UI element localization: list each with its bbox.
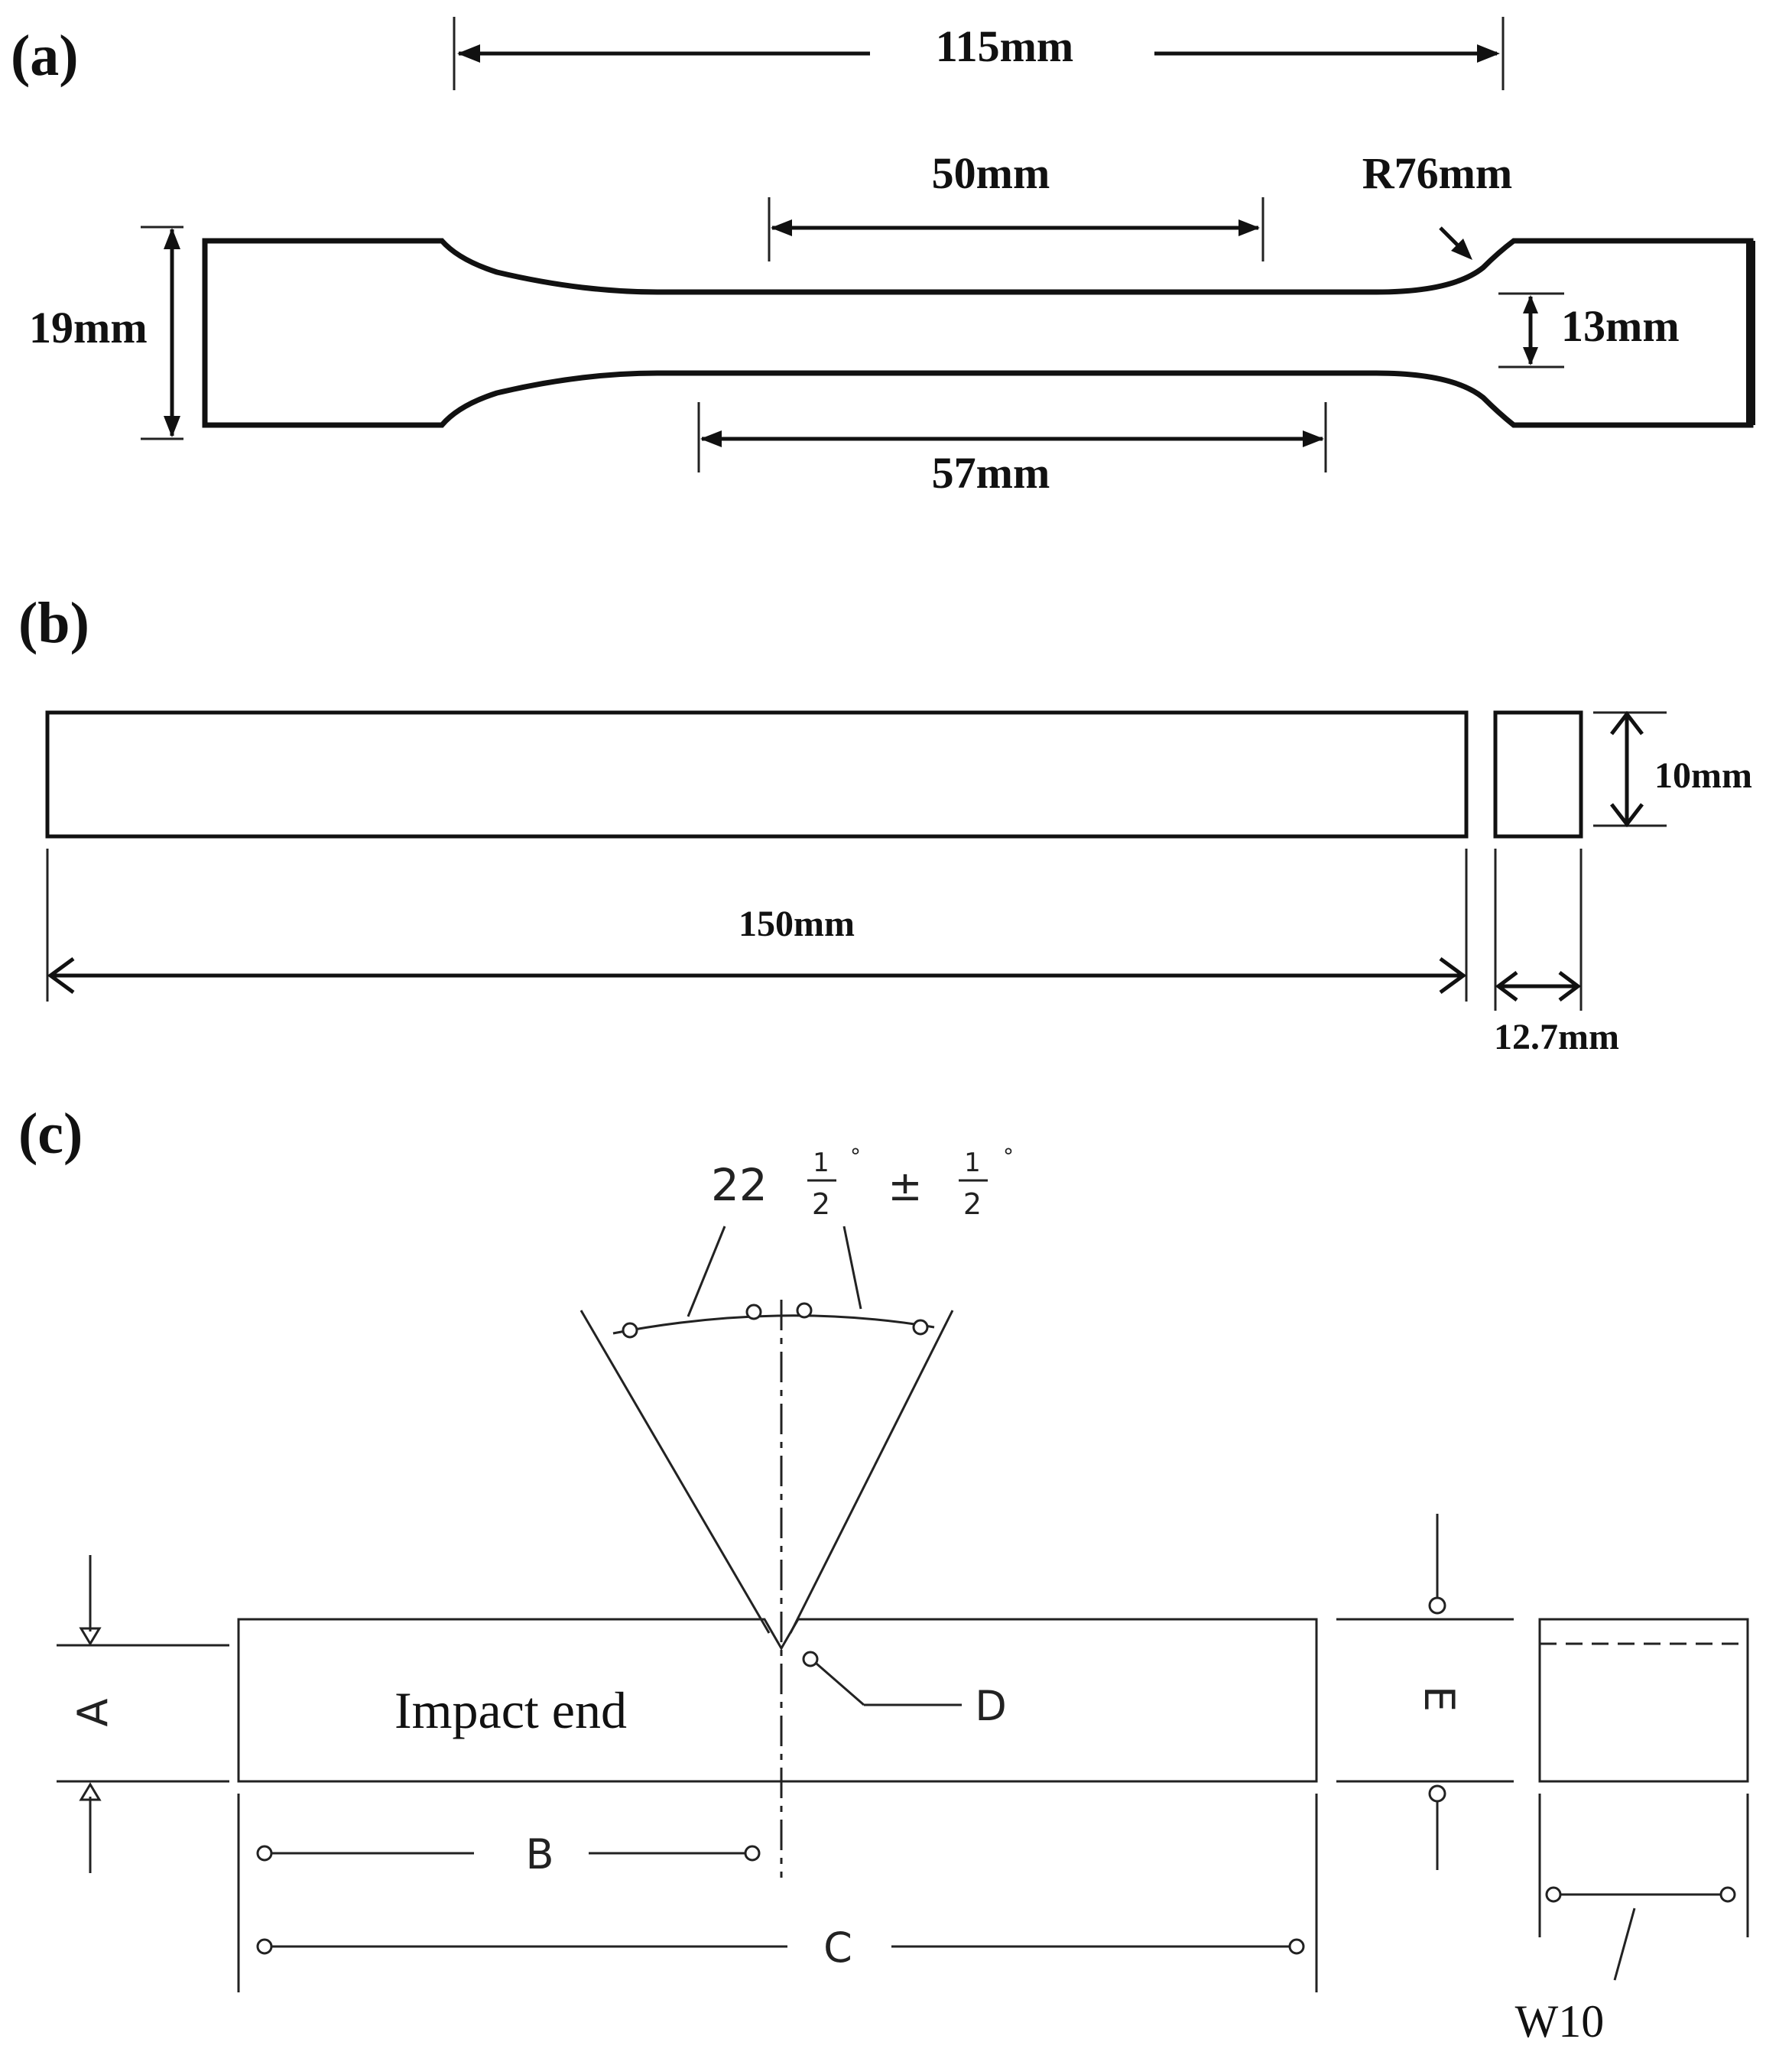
notch-angle-deg2: ° bbox=[1003, 1144, 1014, 1169]
leader-endpoint-icon bbox=[744, 1845, 761, 1862]
arrowhead-icon bbox=[1238, 219, 1260, 236]
arrowhead-icon bbox=[79, 1627, 102, 1646]
arrowhead-icon bbox=[1451, 239, 1472, 260]
dimension-a: A bbox=[57, 1555, 229, 1873]
tensile-specimen-outline bbox=[202, 238, 1754, 428]
leader-endpoint-icon bbox=[1288, 1938, 1305, 1955]
panel-b: (b) 150mm 10mm 12.7mm bbox=[18, 591, 1752, 1057]
panel-c-label: (c) bbox=[18, 1102, 83, 1166]
dimension-19mm: 19mm bbox=[29, 226, 183, 440]
leader-endpoint-icon bbox=[256, 1938, 273, 1955]
leader-endpoint-icon bbox=[1428, 1784, 1446, 1803]
flexural-bar-end-view bbox=[1493, 710, 1583, 839]
dimension-115mm: 115mm bbox=[453, 17, 1505, 90]
arrowhead-icon bbox=[1439, 956, 1467, 995]
arc-endpoint-icon bbox=[912, 1319, 929, 1336]
leader-endpoint-icon bbox=[802, 1651, 819, 1667]
panel-c: (c) 22 1 2 ° ± 1 2 ° bbox=[18, 1102, 1749, 2047]
panel-a: (a) 115mm 50mm R76mm bbox=[11, 17, 1755, 498]
arrowhead-icon bbox=[164, 416, 180, 437]
dimension-r76mm: R76mm bbox=[1362, 148, 1513, 260]
arrowhead-icon bbox=[771, 219, 792, 236]
flexural-bar-side-view bbox=[45, 710, 1469, 839]
arrowhead-icon bbox=[164, 228, 180, 249]
fillet-radius-label: R76mm bbox=[1362, 148, 1513, 198]
dimension-13mm: 13mm bbox=[1498, 292, 1680, 369]
arrowhead-icon bbox=[1558, 971, 1582, 1002]
dimension-10mm: 10mm bbox=[1593, 710, 1752, 828]
notch-position-label-b: B bbox=[525, 1830, 554, 1878]
dimension-d: D bbox=[802, 1651, 1007, 1730]
specimen-length-label-c: C bbox=[823, 1924, 852, 1972]
notch-angle-deg1: ° bbox=[850, 1144, 861, 1169]
gauge-width-label: 13mm bbox=[1561, 301, 1680, 351]
arrowhead-icon bbox=[1303, 430, 1324, 447]
leader-endpoint-icon bbox=[1545, 1886, 1562, 1903]
dimension-50mm: 50mm bbox=[768, 148, 1264, 261]
thickness-label-e: E bbox=[1415, 1686, 1463, 1712]
depth-label-a: A bbox=[69, 1698, 117, 1726]
notch-angle-frac2-den: 2 bbox=[963, 1187, 982, 1221]
notch-angle-frac1-den: 2 bbox=[812, 1187, 830, 1221]
dimension-e: E bbox=[1336, 1514, 1514, 1870]
notch-angle-annotation: 22 1 2 ° ± 1 2 ° bbox=[579, 1144, 1014, 1878]
reduced-length-label: 57mm bbox=[932, 448, 1050, 498]
arrowhead-icon bbox=[1495, 971, 1518, 1002]
panel-b-label: (b) bbox=[18, 591, 89, 655]
grip-width-label: 19mm bbox=[29, 303, 148, 352]
arrowhead-icon bbox=[47, 956, 75, 995]
overall-length-label: 115mm bbox=[936, 21, 1073, 71]
leader-endpoint-icon bbox=[256, 1845, 273, 1862]
notch-angle-main: 22 bbox=[711, 1159, 768, 1211]
angle-arc bbox=[612, 1314, 935, 1335]
dimension-b: B bbox=[237, 1794, 761, 1992]
arc-endpoint-icon bbox=[745, 1304, 762, 1320]
bar-length-label: 150mm bbox=[739, 904, 855, 944]
leader-endpoint-icon bbox=[1719, 1886, 1736, 1903]
impact-specimen-outline bbox=[237, 1618, 1318, 1783]
bar-width-label: 12.7mm bbox=[1494, 1017, 1619, 1057]
notch-flank-right bbox=[789, 1310, 954, 1634]
impact-end-label: Impact end bbox=[394, 1681, 627, 1739]
dimension-57mm: 57mm bbox=[697, 402, 1327, 498]
arrowhead-icon bbox=[457, 44, 480, 63]
panel-a-label: (a) bbox=[11, 24, 79, 88]
dimension-c: C bbox=[256, 1794, 1318, 1992]
arrowhead-icon bbox=[700, 430, 722, 447]
notch-angle-frac2-num: 1 bbox=[964, 1148, 981, 1178]
bar-height-label: 10mm bbox=[1654, 755, 1752, 796]
arc-endpoint-icon bbox=[796, 1302, 813, 1319]
notch-angle-frac1-num: 1 bbox=[813, 1148, 829, 1178]
notch-flank-left bbox=[579, 1310, 771, 1634]
arc-endpoint-icon bbox=[622, 1322, 638, 1339]
width-label-w10: W10 bbox=[1515, 1996, 1605, 2047]
arrowhead-icon bbox=[1610, 710, 1644, 735]
gauge-length-label: 50mm bbox=[932, 148, 1050, 198]
impact-specimen-end-view: W10 bbox=[1515, 1618, 1749, 2047]
leader-endpoint-icon bbox=[1428, 1596, 1446, 1615]
notch-radius-label: D bbox=[975, 1682, 1007, 1730]
arrowhead-icon bbox=[1610, 803, 1644, 828]
arrowhead-icon bbox=[1523, 295, 1538, 313]
notch-angle-plus-minus: ± bbox=[888, 1162, 922, 1210]
dimension-150mm: 150mm bbox=[46, 849, 1468, 1002]
arrowhead-icon bbox=[79, 1782, 102, 1801]
dimension-12-7mm: 12.7mm bbox=[1494, 849, 1619, 1057]
arrowhead-icon bbox=[1477, 44, 1500, 63]
arrowhead-icon bbox=[1523, 347, 1538, 365]
